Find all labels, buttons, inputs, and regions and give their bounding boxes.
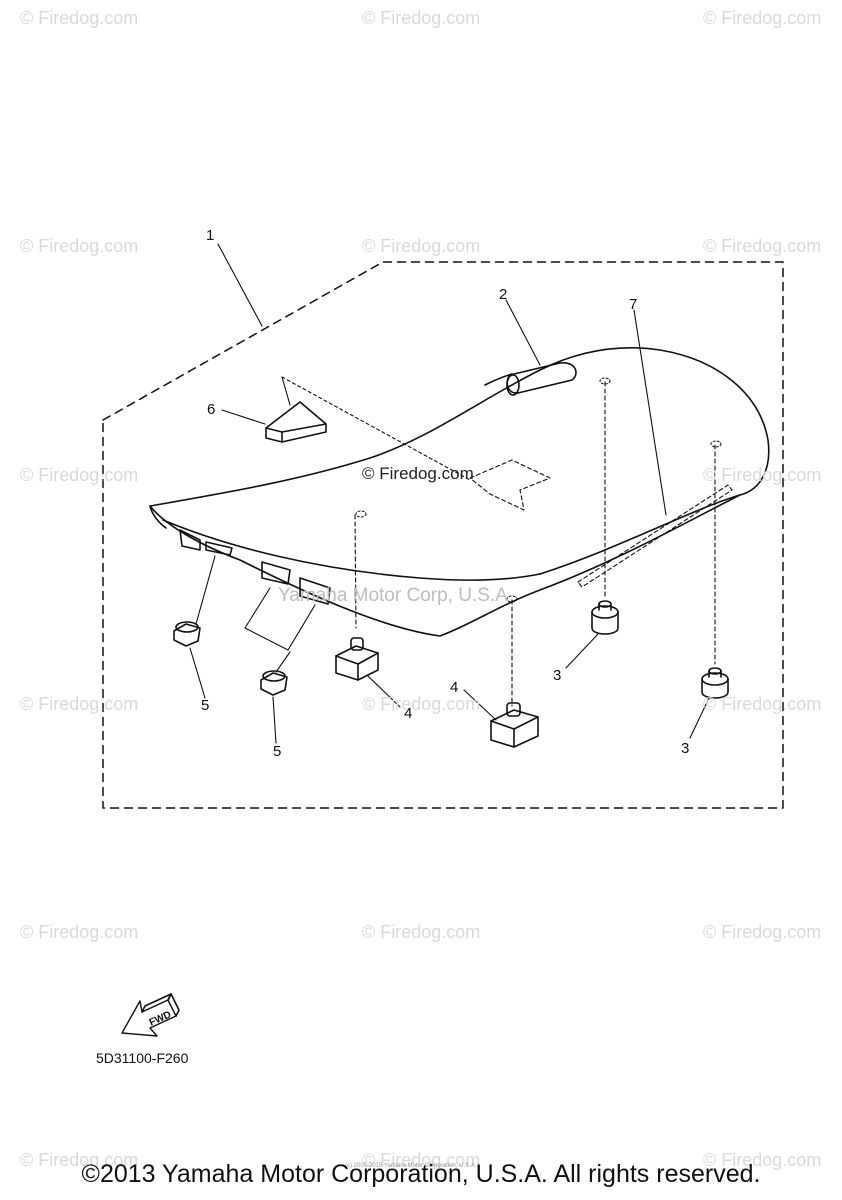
watermark: © Firedog.com — [20, 922, 139, 942]
watermark: © Firedog.com — [703, 694, 822, 714]
part-code: 5D31100-F260 — [96, 1050, 189, 1066]
callout-3: 3 — [681, 740, 690, 757]
watermark: © Firedog.com — [20, 8, 139, 28]
watermark: © Firedog.com — [20, 465, 139, 485]
callout-3: 3 — [553, 667, 562, 684]
callout-7: 7 — [629, 296, 638, 313]
part-5-bushing-a — [173, 621, 201, 647]
watermark: © Firedog.com — [703, 1150, 822, 1170]
watermark: © Firedog.com — [362, 236, 481, 256]
part-4-mount-a — [335, 637, 379, 681]
callout-4: 4 — [404, 705, 413, 722]
seat-shell — [149, 346, 770, 637]
hidden-pad — [469, 459, 551, 511]
callout-2: 2 — [499, 286, 508, 303]
part-3-damper-a — [591, 600, 619, 635]
callout-6: 6 — [207, 401, 216, 418]
tiny-notice: (c) 2005-2015 Yamaha Motor Corporation, … — [345, 1163, 477, 1169]
watermark: © Firedog.com — [362, 8, 481, 28]
watermark: © Firedog.com — [703, 922, 822, 942]
corp-watermark: Yamaha Motor Corp, U.S.A — [278, 585, 508, 606]
watermark: © Firedog.com — [20, 236, 139, 256]
center-watermark: © Firedog.com — [362, 464, 474, 483]
part-6-pad — [265, 401, 327, 443]
leader-1 — [217, 243, 263, 327]
watermark: © Firedog.com — [362, 1150, 481, 1170]
watermark: © Firedog.com — [20, 1150, 139, 1170]
fwd-arrow-icon — [121, 993, 180, 1037]
callout-1: 1 — [206, 227, 215, 244]
watermark: © Firedog.com — [362, 922, 481, 942]
watermark: © Firedog.com — [703, 236, 822, 256]
part-3-damper-b — [701, 667, 729, 699]
callout-4: 4 — [450, 679, 459, 696]
fwd-label: FWD — [148, 1009, 173, 1028]
watermark: © Firedog.com — [703, 465, 822, 485]
watermark: © Firedog.com — [362, 694, 481, 714]
part-4-mount-b — [490, 702, 539, 748]
copyright: ©2013 Yamaha Motor Corporation, U.S.A. A… — [81, 1160, 761, 1188]
assembly-boundary — [102, 261, 784, 809]
watermark: © Firedog.com — [703, 8, 822, 28]
callout-5: 5 — [201, 697, 210, 714]
callout-5: 5 — [273, 743, 282, 760]
part-5-bushing-b — [260, 670, 288, 696]
watermark: © Firedog.com — [20, 694, 139, 714]
